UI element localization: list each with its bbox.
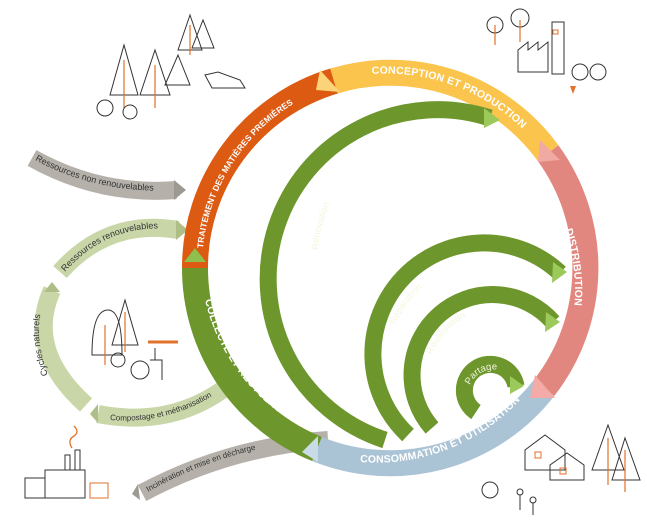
forest-illustration-top-left — [96, 13, 246, 120]
label-incineration: Incinération et mise en décharge — [145, 443, 257, 494]
loop-reparation — [364, 234, 566, 442]
factory-illustration — [24, 425, 109, 499]
flow-cycles-naturels — [34, 286, 93, 412]
ring-segment-traitement — [181, 68, 338, 269]
side-flows — [27, 150, 329, 501]
houses-illustration-bottom-right — [481, 423, 641, 515]
flow-compostage — [96, 380, 231, 427]
loop-arrowheads — [484, 108, 567, 394]
ring-arrowheads — [184, 70, 560, 462]
label-renovation-text: Rénovation — [310, 200, 332, 250]
main-ring — [181, 59, 599, 477]
flow-non-renouvelables — [27, 150, 177, 200]
label-renovation: Rénovation — [310, 200, 332, 250]
loop-partage — [455, 355, 525, 420]
loop-renovation — [259, 101, 493, 449]
flow-renouvelables — [53, 218, 180, 279]
inner-loops — [259, 101, 566, 449]
forest-illustration-left — [91, 298, 178, 380]
ring-segment-conception — [330, 59, 559, 161]
side-arrowheads — [44, 180, 188, 500]
ring-segment-distribution — [533, 145, 599, 397]
town-illustration-top-right — [486, 8, 607, 94]
ring-segment-collecte — [181, 267, 323, 462]
label-incineration-text: Incinération et mise en décharge — [145, 443, 257, 494]
ring-segment-consommation — [312, 379, 555, 477]
loop-reutilisation — [403, 286, 560, 434]
